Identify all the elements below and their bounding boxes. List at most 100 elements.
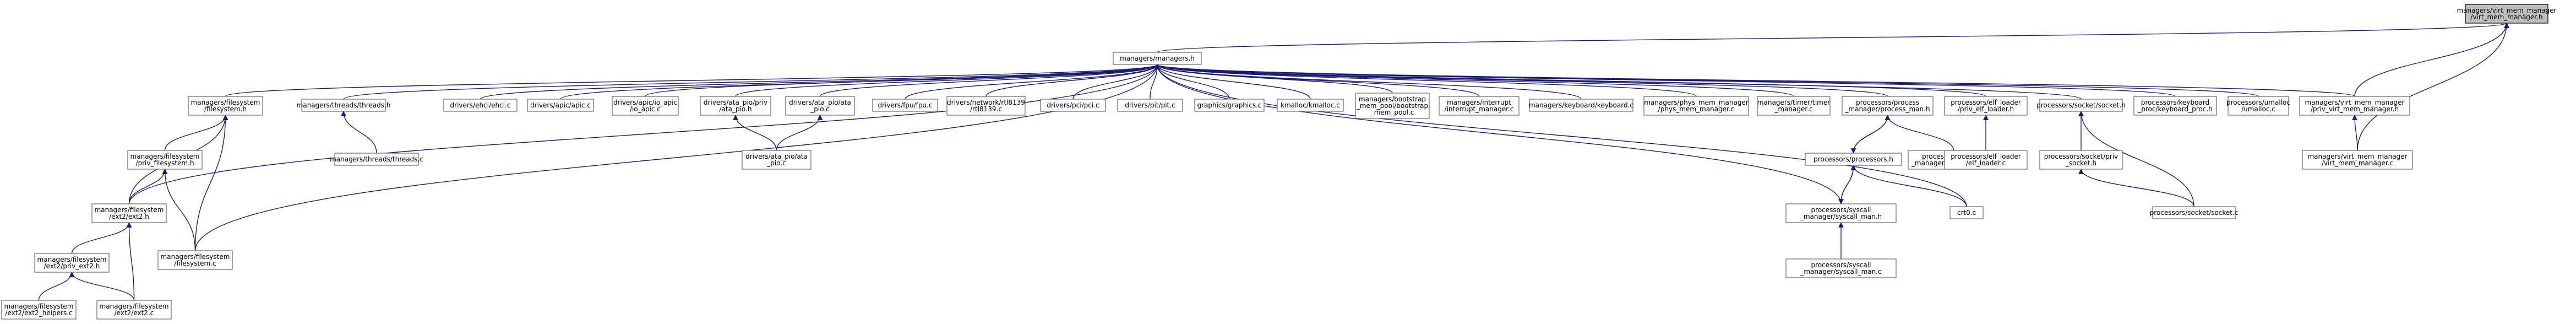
node-label: _mem_pool.c	[1370, 109, 1414, 116]
edge-timer-to-managers_h	[1154, 64, 1794, 97]
node-threads_c[interactable]: managers/threads/threads.c	[330, 153, 423, 166]
node-label: /priv_elf_loader.h	[1958, 105, 2014, 113]
node-label: processors/processors.h	[1813, 155, 1893, 163]
node-label: managers/filesystem	[100, 303, 169, 310]
node-label: /io_apic.c	[630, 105, 661, 113]
edge-atapio_c-to-managers_h	[819, 64, 1160, 97]
node-timer[interactable]: managers/timer/timer_manager.c	[1757, 96, 1831, 116]
node-box	[946, 96, 1026, 116]
node-vmm_h[interactable]: managers/virt_mem_manager/virt_mem_manag…	[2457, 4, 2557, 24]
node-label: /ext2/ext2.c	[115, 309, 154, 317]
node-fpu[interactable]: drivers/fpu/fpu.c	[872, 99, 938, 112]
node-box	[188, 96, 263, 116]
node-atapio_h[interactable]: drivers/ata_pio/priv/ata_pio.h	[700, 96, 771, 116]
node-atapio_c[interactable]: drivers/ata_pio/ata_pio.c	[785, 96, 855, 116]
node-label: /virt_mem_manager.h	[2470, 13, 2542, 21]
node-privfs_h[interactable]: managers/filesystem/priv_filesystem.h	[127, 150, 203, 170]
node-label: /priv_filesystem.h	[135, 159, 194, 167]
node-keyboard[interactable]: managers/keyboard/keyboard.c	[1529, 99, 1633, 112]
node-box	[1643, 96, 1749, 116]
edge-procman_c-to-procman_h	[1885, 115, 1954, 151]
node-label: kmalloc/kmalloc.c	[1281, 101, 1340, 109]
edge-crt0-to-managers_h	[1154, 64, 1967, 207]
node-pit[interactable]: drivers/pit/pit.c	[1117, 99, 1183, 112]
node-box	[1355, 93, 1430, 119]
node-label: processors/elf_loader	[1951, 99, 2021, 106]
node-phys[interactable]: managers/phys_mem_manager/phys_mem_manag…	[1643, 96, 1749, 116]
node-label: processors/process	[1856, 99, 1919, 106]
node-box	[612, 96, 679, 116]
node-apic[interactable]: drivers/apic/apic.c	[527, 99, 594, 112]
node-crt0[interactable]: crt0.c	[1949, 206, 1984, 219]
edge-crt0-to-processors_h	[1850, 165, 1967, 207]
node-label: /umalloc.c	[2241, 105, 2275, 113]
node-managers_h[interactable]: managers/managers.h	[1113, 52, 1202, 65]
node-atapio_dup[interactable]: drivers/ata_pio/ata_pio.c	[742, 150, 812, 170]
node-label: drivers/ata_pio/priv	[704, 99, 767, 106]
node-box	[2302, 150, 2413, 170]
node-label: drivers/network/rtl8139	[947, 99, 1025, 106]
node-label: _manager/process_man.h	[1844, 105, 1930, 113]
node-ext2_h[interactable]: managers/filesystem/ext2/ext2.h	[91, 203, 167, 223]
edge-threads_c-to-threads_h	[341, 111, 377, 154]
node-privvmm_h[interactable]: managers/virt_mem_manager/priv_virt_mem_…	[2299, 96, 2410, 116]
node-processors_h[interactable]: processors/processors.h	[1805, 153, 1902, 166]
node-privsocket_h[interactable]: processors/socket/priv_socket.h	[2039, 150, 2123, 170]
node-box	[443, 99, 518, 112]
node-kbdproc[interactable]: processors/keyboard_proc/keyboard_proc.h	[2133, 96, 2217, 116]
node-graphics[interactable]: graphics/graphics.c	[1194, 99, 1265, 112]
node-label: managers/filesystem	[37, 256, 107, 263]
node-elfloader_c[interactable]: processors/elf_loader/elf_loader.c	[1944, 150, 2028, 170]
node-label: managers/bootstrap	[1359, 95, 1426, 103]
node-interrupt[interactable]: managers/interrupt/interrupt_manager.c	[1439, 96, 1520, 116]
node-label: processors/socket/socket.c	[2150, 209, 2239, 217]
node-label: /filesystem.c	[174, 260, 216, 267]
edge-ext2_c-to-ext2_h	[126, 222, 135, 301]
node-privext2_h[interactable]: managers/filesystem/ext2/priv_ext2.h	[34, 253, 110, 273]
node-ioapic[interactable]: drivers/apic/io_apic/io_apic.c	[612, 96, 679, 116]
node-pci[interactable]: drivers/pci/pci.c	[1040, 99, 1106, 112]
node-umalloc[interactable]: processors/umalloc/umalloc.c	[2226, 96, 2290, 116]
edge-fpu-to-managers_h	[905, 64, 1160, 100]
node-label: drivers/ehci/ehci.c	[450, 101, 511, 109]
node-rtl[interactable]: drivers/network/rtl8139/rtl8139.c	[946, 96, 1026, 116]
node-label: managers/virt_mem_manager	[2457, 7, 2556, 14]
node-vmm_c[interactable]: managers/virt_mem_manager/virt_mem_manag…	[2302, 150, 2413, 170]
edge-phys-to-managers_h	[1154, 64, 1697, 97]
node-ehci[interactable]: drivers/ehci/ehci.c	[443, 99, 518, 112]
node-socket_h[interactable]: processors/socket/socket.h	[2036, 99, 2126, 112]
node-kmalloc[interactable]: kmalloc/kmalloc.c	[1277, 99, 1344, 112]
node-label: _pio.c	[810, 105, 830, 113]
node-label: _manager/syscall_man.h	[1800, 213, 1882, 220]
node-ext2helpers[interactable]: managers/filesystem/ext2/ext2_helpers.c	[1, 300, 77, 320]
node-fs_h[interactable]: managers/filesystem/filesystem.h	[188, 96, 263, 116]
node-label: /ext2/ext2_helpers.c	[5, 309, 72, 317]
node-syscall_h[interactable]: processors/syscall_manager/syscall_man.h	[1785, 203, 1897, 223]
node-box	[127, 150, 203, 170]
node-label: /interrupt_manager.c	[1445, 105, 1514, 113]
edge-atapio_dup-to-atapio_c	[776, 115, 823, 151]
edge-ioapic-to-managers_h	[645, 64, 1160, 97]
node-label: _manager.c	[1774, 105, 1812, 113]
node-label: managers/keyboard/keyboard.c	[1529, 101, 1633, 109]
edge-privvmm_h-to-vmm_h	[2354, 23, 2509, 97]
edge-vmm_c-to-privvmm_h	[2352, 115, 2358, 151]
node-ext2_c[interactable]: managers/filesystem/ext2/ext2.c	[96, 300, 172, 320]
edge-processors_h-to-syscall_h	[1838, 165, 1854, 204]
edge-fs_c-to-privfs_h	[162, 169, 196, 251]
node-box	[2039, 99, 2123, 112]
node-label: /ext2/ext2.h	[109, 213, 149, 220]
node-label: /ext2/priv_ext2.h	[44, 262, 100, 270]
node-label: managers/threads/threads.h	[297, 101, 391, 109]
node-threads_h[interactable]: managers/threads/threads.h	[297, 99, 391, 112]
node-bootstrap[interactable]: managers/bootstrap_mem_pool/bootstrap_me…	[1355, 93, 1430, 119]
node-procman_h[interactable]: processors/process_manager/process_man.h	[1842, 96, 1934, 116]
node-elfloader_h[interactable]: processors/elf_loader/priv_elf_loader.h	[1944, 96, 2028, 116]
node-socket_c[interactable]: processors/socket/socket.c	[2150, 206, 2239, 219]
edge-kbdproc-to-managers_h	[1154, 64, 2176, 97]
node-box	[1785, 258, 1897, 278]
edge-graphics-to-managers_h	[1154, 64, 1230, 100]
node-fs_c[interactable]: managers/filesystem/filesystem.c	[157, 250, 233, 270]
node-syscall_c[interactable]: processors/syscall_manager/syscall_man.c	[1785, 258, 1897, 278]
